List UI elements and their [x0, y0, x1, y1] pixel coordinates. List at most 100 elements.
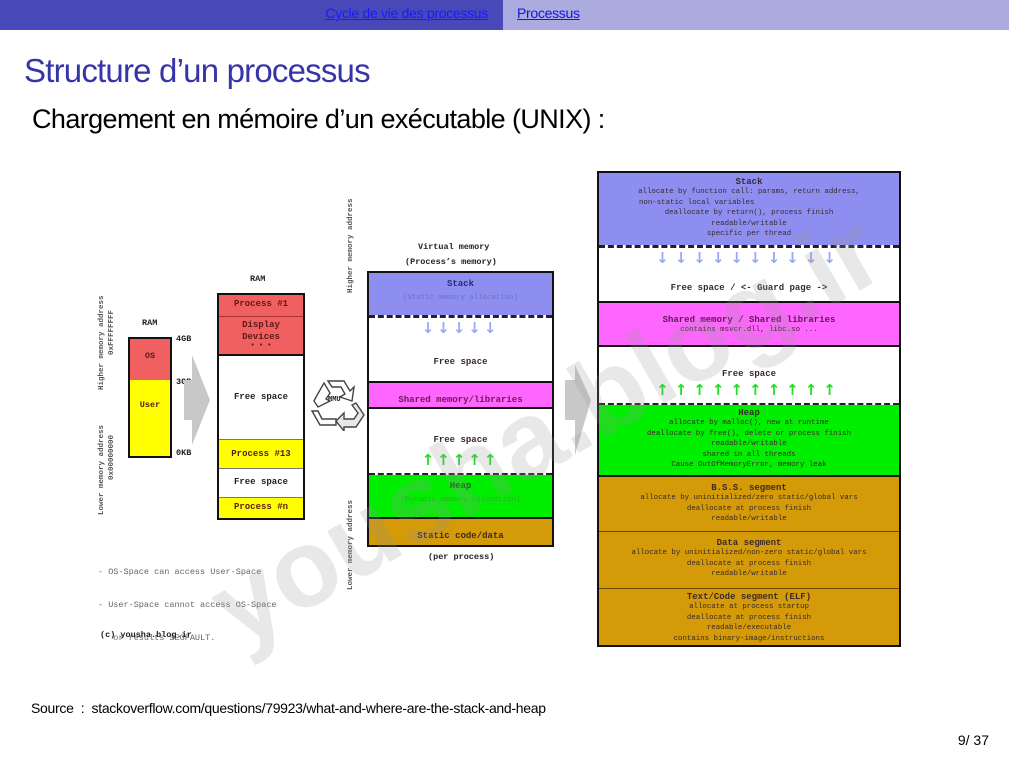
detail-data-title: Data segment	[716, 538, 782, 548]
note-line: - User-Space cannot access OS-Space	[98, 600, 277, 610]
tick-4gb: 4GB	[176, 334, 192, 344]
tick-3gb: 3GB	[176, 377, 192, 387]
detail-text-title: Text/Code segment (ELF)	[686, 592, 812, 602]
ram-free-1-label: Free space	[233, 392, 288, 402]
note-line: - OS-Space can access User-Space	[98, 567, 262, 577]
detail-shared-title: Shared memory / Shared libraries	[662, 315, 836, 325]
detail-text-line: deallocate at process finish	[686, 613, 812, 622]
left-axis-higher-label: Higher memory address	[98, 295, 106, 390]
virtual-axis-lower: Lower memory address	[347, 499, 355, 590]
detail-bss-line: allocate by uninitialized/zero static/gl…	[640, 494, 858, 502]
source-url: stackoverflow.com/questions/79923/what-a…	[91, 700, 546, 716]
right-arrow-icon	[184, 355, 210, 445]
ram-process-13: Process #13	[219, 439, 303, 469]
virtual-title-2: (Process’s memory)	[405, 257, 497, 267]
detail-stack-line: readable/writable	[711, 219, 787, 228]
nav-subsection-area: Processus	[503, 0, 1009, 30]
detail-heap-line: Cause OutOfMemoryError, memory leak	[671, 461, 827, 469]
detail-heap-line: deallocate by free(), delete or process …	[646, 429, 851, 438]
virtual-caption: (per process)	[428, 552, 495, 562]
virtual-free-2: Free space	[369, 429, 552, 447]
detail-heap-line: shared in all threads	[702, 450, 796, 459]
ram-free-space-1: Free space	[219, 354, 303, 439]
ram-process-n-label: Process #n	[233, 502, 288, 512]
detail-text-line: contains binary-image/instructions	[673, 634, 825, 643]
detail-guard-label: Free space / <- Guard page ->	[670, 283, 828, 293]
ram-small-user: User	[130, 380, 170, 456]
detail-heap-boundary	[599, 403, 899, 406]
nav-link-processus[interactable]: Processus	[517, 5, 580, 21]
detail-text: Text/Code segment (ELF) allocate at proc…	[599, 589, 899, 645]
note-line: or results SEGFAULT.	[98, 633, 216, 643]
virtual-memory-column: Stack (Static memory allocation) ↓↓↓↓↓ F…	[367, 271, 554, 547]
mmu-label: MMU	[328, 396, 341, 404]
left-axis-lower-hex: 0x00000000	[108, 434, 116, 480]
detail-data-line: deallocate at process finish	[686, 559, 812, 568]
right-arrow-icon	[565, 345, 591, 455]
detail-data-line: readable/writable	[711, 570, 787, 578]
detail-bss-title: B.S.S. segment	[711, 483, 787, 493]
virtual-static: Static code/data	[369, 517, 552, 545]
detail-heap-line: readable/writable	[711, 440, 787, 448]
detail-bss-line: deallocate at process finish	[686, 504, 812, 513]
down-arrows-icon: ↓↓↓↓↓	[421, 319, 500, 337]
slide-subtitle: Chargement en mémoire d’un exécutable (U…	[32, 104, 605, 134]
virtual-stack-sub: (Static memory allocation)	[402, 294, 519, 302]
virtual-heap-sub: (Dynamic memory allocation)	[400, 496, 521, 504]
virtual-shared: Shared memory/libraries	[369, 381, 552, 409]
source-line: Source : stackoverflow.com/questions/799…	[31, 700, 546, 716]
ram-process-1: Process #1	[219, 295, 303, 317]
copyright: (c) yousha.blog.ir	[100, 630, 192, 640]
ram-display-devices: Display Devices • • •	[219, 317, 303, 354]
stack-boundary	[369, 315, 552, 318]
slide-title: Structure d’un processus	[24, 52, 371, 89]
detail-bss-line: readable/writable	[711, 515, 787, 523]
detail-heap-title: Heap	[738, 408, 760, 418]
detail-heap: Heap allocate by malloc(), new at runtim…	[599, 405, 899, 475]
virtual-static-label: Static code/data	[417, 531, 504, 541]
ram-big-column: Process #1 Display Devices • • • Free sp…	[217, 293, 305, 520]
up-arrows-icon: ↑↑↑↑↑	[421, 451, 500, 469]
notes-list: - OS-Space can access User-Space - User-…	[98, 545, 277, 666]
detail-text-line: allocate at process startup	[689, 603, 809, 611]
detail-data: Data segment allocate by uninitialized/n…	[599, 532, 899, 589]
left-axis-higher-hex: 0xFFFFFFFF	[108, 309, 116, 355]
left-axis-lower-label: Lower memory address	[98, 424, 106, 515]
nav-link-cycle-de-vie[interactable]: Cycle de vie des processus	[325, 5, 488, 21]
detail-data-line: allocate by uninitialized/non-zero stati…	[631, 549, 867, 557]
ram-process-13-label: Process #13	[231, 449, 291, 459]
virtual-axis-higher: Higher memory address	[347, 198, 355, 293]
detail-shared-line: contains msvcr.dll, libc.so ...	[680, 326, 818, 334]
virtual-shared-label: Shared memory/libraries	[398, 395, 523, 405]
detail-heap-line: allocate by malloc(), new at runtime	[669, 419, 829, 427]
ram-free-space-2: Free space	[219, 469, 303, 497]
nav-section-area: Cycle de vie des processus	[0, 0, 503, 30]
virtual-free-1-label: Free space	[433, 357, 488, 367]
detail-text-line: readable/executable	[706, 624, 792, 632]
ram-big-title: RAM	[250, 274, 266, 284]
source-separator: :	[80, 700, 85, 716]
ram-dots: • • •	[250, 342, 272, 350]
virtual-heap: Heap (Dynamic memory allocation)	[369, 475, 552, 517]
detail-guard: Free space / <- Guard page ->	[599, 277, 899, 295]
ram-free-2-label: Free space	[233, 477, 288, 487]
ram-display-label: Display	[242, 320, 280, 330]
ram-small-column: OS User	[128, 337, 172, 458]
detail-stack-boundary	[599, 245, 899, 248]
detail-up-arrows-icon: ↑↑↑↑↑↑↑↑↑↑	[656, 381, 842, 399]
navigation-bar: Cycle de vie des processus Processus	[0, 0, 1009, 30]
ram-small-os: OS	[130, 339, 170, 380]
mmu-recycle-icon: MMU	[308, 375, 368, 433]
detail-down-arrows-icon: ↓↓↓↓↓↓↓↓↓↓	[656, 249, 842, 267]
memory-diagram: Higher memory address 0xFFFFFFFF Lower m…	[90, 165, 910, 670]
ram-small-os-label: OS	[144, 351, 156, 361]
detail-memory-column: Stack allocate by function call: params,…	[597, 171, 901, 647]
detail-stack-line: allocate by function call: params, retur…	[638, 188, 860, 196]
heap-boundary	[369, 473, 552, 476]
virtual-free-2-label: Free space	[433, 435, 488, 445]
ram-small-title: RAM	[142, 318, 158, 328]
detail-stack-title: Stack	[735, 177, 763, 187]
detail-free-label: Free space	[721, 369, 776, 379]
detail-shared: Shared memory / Shared libraries contain…	[599, 301, 899, 347]
virtual-title-1: Virtual memory	[418, 242, 490, 252]
